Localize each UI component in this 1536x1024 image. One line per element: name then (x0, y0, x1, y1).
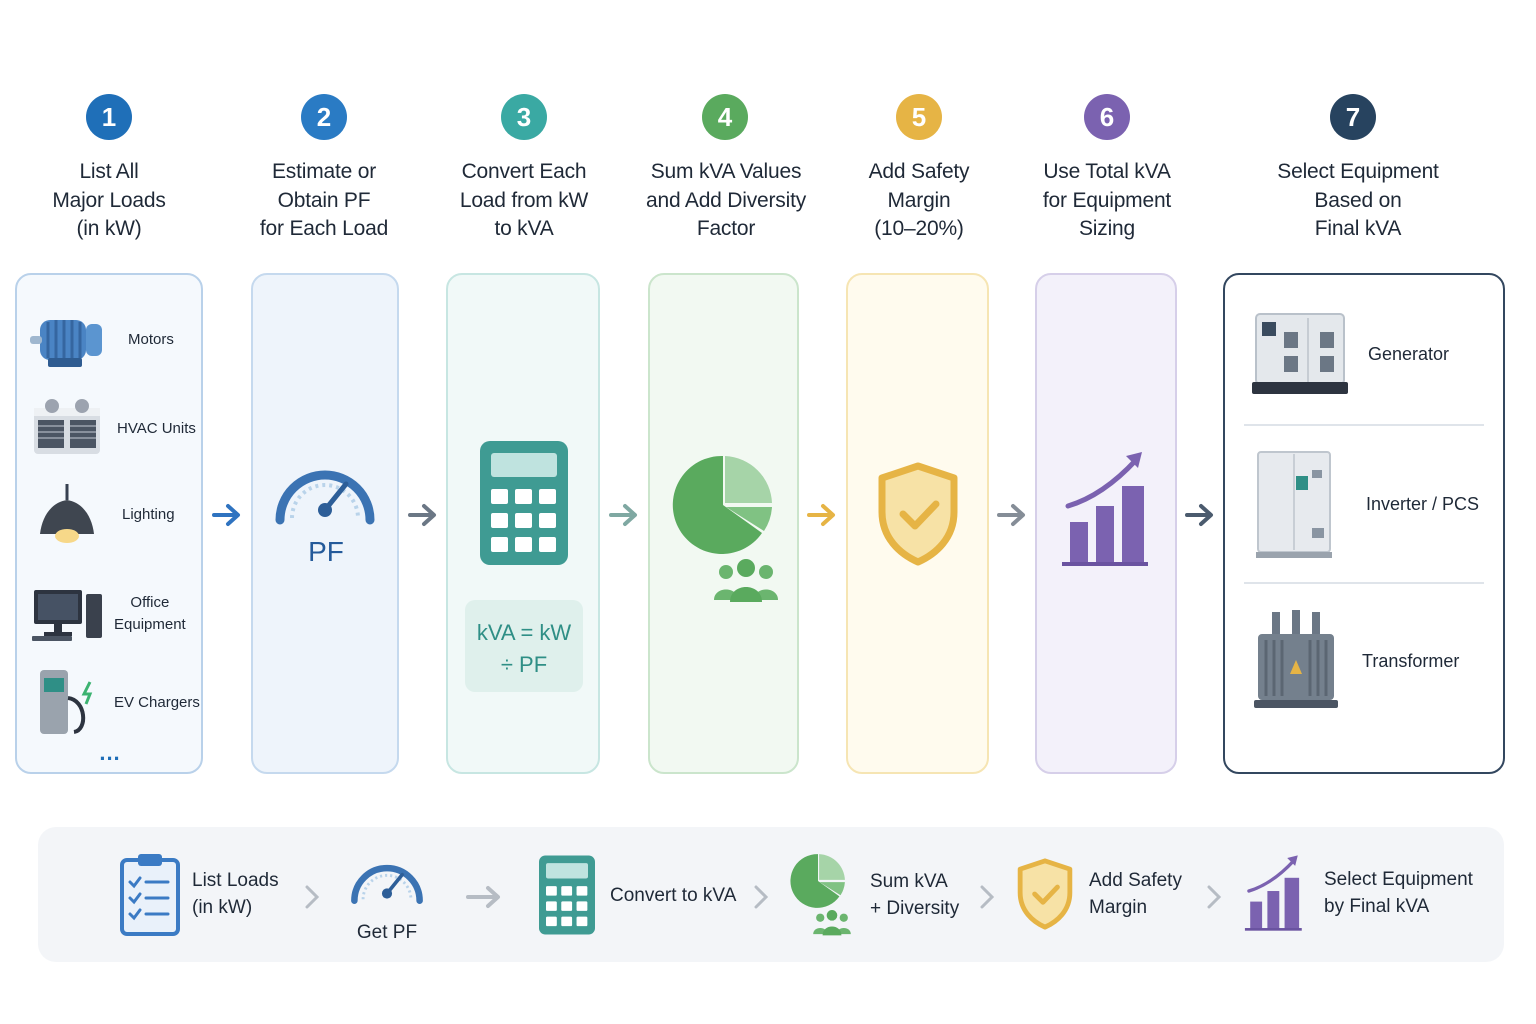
step-1-title: List All Major Loads (in kW) (52, 160, 166, 240)
summary-chevron-2 (754, 885, 769, 909)
equipment-divider-2 (1244, 582, 1484, 584)
equipment-generator: Generator (1224, 306, 1504, 402)
clipboard-icon (120, 854, 180, 936)
motor-icon (30, 320, 102, 367)
step-4-title: Sum kVA Values and Add Diversity Factor (645, 160, 807, 240)
step-6-badge: 6 (1084, 94, 1130, 140)
summary-sum: Sum kVA + Diversity (790, 853, 959, 937)
step-1-badge: 1 (86, 94, 132, 140)
shield-check-icon (878, 462, 958, 566)
flow-arrow-5 (997, 504, 1025, 526)
equipment-transformer: Transformer (1224, 608, 1504, 714)
lamp-icon (40, 484, 94, 543)
formula-line-1: kVA = kW (476, 620, 572, 645)
summary-select: Select Equipment by Final kVA (1242, 854, 1473, 932)
load-item-motors: Motors (28, 308, 174, 372)
step-5-title: Add Safety Margin (10–20%) (868, 160, 970, 240)
formula-box: kVA = kW ÷ PF (465, 600, 583, 692)
summary-get-pf: Get PF (346, 850, 428, 946)
pf-panel (251, 273, 399, 774)
equipment-divider-1 (1244, 424, 1484, 426)
generator-icon (1252, 313, 1348, 394)
flow-arrow-6 (1185, 504, 1213, 526)
transformer-icon (1254, 610, 1338, 708)
bar-chart-growth-icon (1244, 855, 1302, 931)
step-4-badge: 4 (702, 94, 748, 140)
step-2-title: Estimate or Obtain PF for Each Load (259, 160, 389, 240)
shield-check-icon (1017, 858, 1073, 930)
summary-list-loads: List Loads (in kW) (120, 852, 279, 936)
calculator-icon (539, 855, 595, 935)
summary-chevron-4 (1207, 885, 1222, 909)
load-item-ev: EV Chargers (34, 668, 200, 738)
summary-chevron-3 (980, 885, 995, 909)
flow-arrow-1 (212, 504, 240, 526)
summary-arrow (466, 886, 500, 908)
formula-line-2: ÷ PF (500, 652, 548, 677)
gauge-icon (275, 470, 375, 525)
inverter-icon (1256, 451, 1332, 558)
load-item-office: Office Equipment (30, 584, 186, 644)
computer-icon (32, 590, 102, 641)
step-7-title: Select Equipment Based on Final kVA (1277, 160, 1439, 240)
load-item-lighting: Lighting (34, 482, 175, 548)
step-7-badge: 7 (1330, 94, 1376, 140)
summary-sum-icons (790, 853, 851, 937)
flow-arrow-2 (408, 504, 436, 526)
step-3-badge: 3 (501, 94, 547, 140)
hvac-icon (34, 399, 100, 454)
summary-margin: Add Safety Margin (1016, 857, 1182, 931)
equipment-inverter: Inverter / PCS (1224, 448, 1504, 560)
people-icon (813, 910, 851, 936)
pie-chart-icon (790, 854, 845, 908)
pf-label: PF (308, 536, 344, 567)
step-2-badge: 2 (301, 94, 347, 140)
calculator-icon (480, 441, 568, 565)
step-3-title: Convert Each Load from kW to kVA (459, 160, 589, 240)
summary-chevron-1 (305, 885, 320, 909)
flow-arrow-4 (807, 504, 835, 526)
step-6-title: Use Total kVA for Equipment Sizing (1042, 160, 1172, 240)
load-item-hvac: HVAC Units (30, 398, 196, 460)
ev-charger-icon (40, 670, 93, 734)
pie-chart-icon (672, 455, 772, 554)
more-loads-ellipsis: ... (99, 740, 121, 765)
summary-convert: Convert to kVA (539, 855, 736, 935)
step-5-badge: 5 (896, 94, 942, 140)
bar-chart-growth-icon (1062, 452, 1148, 566)
flow-arrow-3 (609, 504, 637, 526)
summary-bar (38, 827, 1504, 962)
gauge-icon (351, 864, 423, 905)
people-icon (714, 559, 778, 602)
